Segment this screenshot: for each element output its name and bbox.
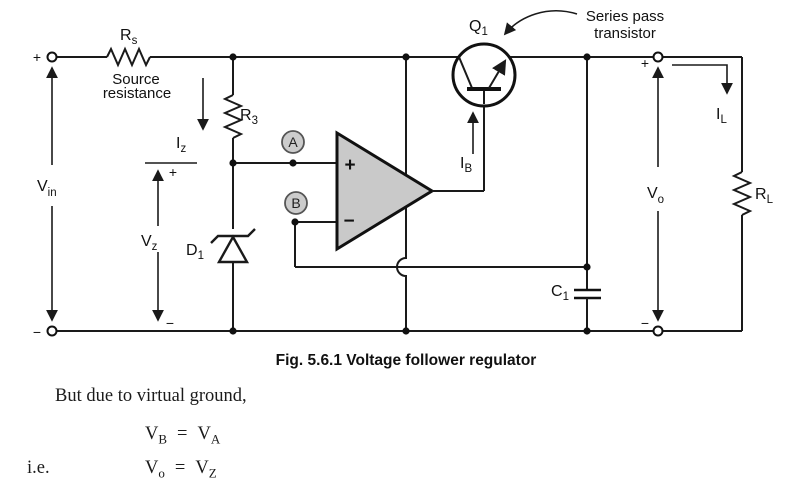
supply-line-with-hop: [396, 57, 407, 331]
eq2-rhs-sub: Z: [208, 465, 217, 481]
d1-label: D1: [186, 242, 204, 262]
junction-dot: [229, 327, 237, 335]
rl-label: RL: [755, 186, 774, 206]
eq1-rhs: V: [197, 424, 211, 444]
eq1-lhs: V: [145, 424, 159, 444]
source-resistance-label-line2: resistance: [103, 85, 171, 102]
vz-label: Vz: [141, 233, 158, 253]
transistor-collector-line: [458, 56, 473, 89]
figure-caption: Fig. 5.6.1 Voltage follower regulator: [276, 352, 537, 369]
transistor-emitter-arrow: [488, 59, 507, 89]
eq1-lhs-sub: B: [158, 431, 168, 447]
junction-dot: [229, 53, 237, 61]
node-a-badge: [281, 130, 305, 154]
rl-resistor: [731, 171, 753, 216]
junction-dot: [583, 327, 591, 335]
zener-diode-triangle: [216, 234, 250, 264]
output-minus-terminal: [652, 325, 664, 337]
opamp-minus-sign: −: [343, 211, 354, 232]
iz-label: Iz: [176, 135, 186, 155]
input-minus-sign: −: [33, 324, 41, 340]
vo-label: Vo: [647, 185, 664, 206]
series-pass-label-line1: Series pass: [586, 8, 664, 25]
node-b-dot: [291, 218, 299, 226]
eq2-equals: =: [174, 458, 186, 478]
il-current-arrow: [672, 64, 733, 95]
ie-label: i.e.: [27, 458, 50, 479]
series-pass-pointer-arrow: [503, 10, 578, 36]
eq2-rhs: V: [195, 458, 209, 478]
circuit-diagram: + − A B + − Rs Source resistance: [33, 8, 774, 369]
node-b-label: B: [291, 195, 300, 211]
r3-label: R3: [240, 107, 258, 127]
vin-label: Vin: [37, 178, 57, 199]
equation-vb-va: VB=VA: [145, 424, 220, 448]
junction-dot: [583, 53, 591, 61]
output-minus-sign: −: [641, 315, 649, 331]
vz-minus-sign: −: [166, 315, 174, 331]
equation-vo-vz: Vo=VZ: [145, 458, 217, 482]
opamp-triangle: [335, 130, 435, 252]
body-line1-text: But due to virtual ground,: [55, 386, 247, 406]
body-line-virtual-ground: But due to virtual ground,: [55, 386, 247, 407]
q1-label: Q1: [469, 18, 488, 38]
input-plus-terminal: [46, 51, 58, 63]
junction-dot: [229, 159, 237, 167]
rs-label: Rs: [120, 27, 138, 47]
node-a-dot: [289, 159, 297, 167]
eq2-lhs-sub: o: [158, 465, 165, 481]
series-pass-label-line2: transistor: [594, 25, 656, 42]
input-minus-terminal: [46, 325, 58, 337]
node-b-badge: [284, 191, 308, 215]
junction-dot: [402, 53, 410, 61]
output-plus-sign: +: [641, 55, 649, 71]
eq2-lhs: V: [145, 458, 159, 478]
node-a-label: A: [288, 134, 298, 150]
ib-label: IB: [460, 155, 472, 175]
r3-resistor: [222, 94, 244, 139]
output-plus-terminal: [652, 51, 664, 63]
opamp-plus-sign: +: [344, 155, 355, 176]
junction-dot: [402, 327, 410, 335]
eq1-rhs-sub: A: [210, 431, 221, 447]
c1-label: C1: [551, 283, 569, 303]
rs-resistor: [106, 46, 151, 68]
eq1-equals: =: [177, 424, 188, 444]
junction-dot: [583, 263, 591, 271]
vz-plus-sign: +: [169, 164, 177, 180]
il-label: IL: [716, 106, 727, 126]
input-plus-sign: +: [33, 49, 41, 65]
source-resistance-label-line1: Source: [112, 71, 160, 88]
ie-text: i.e.: [27, 458, 50, 478]
